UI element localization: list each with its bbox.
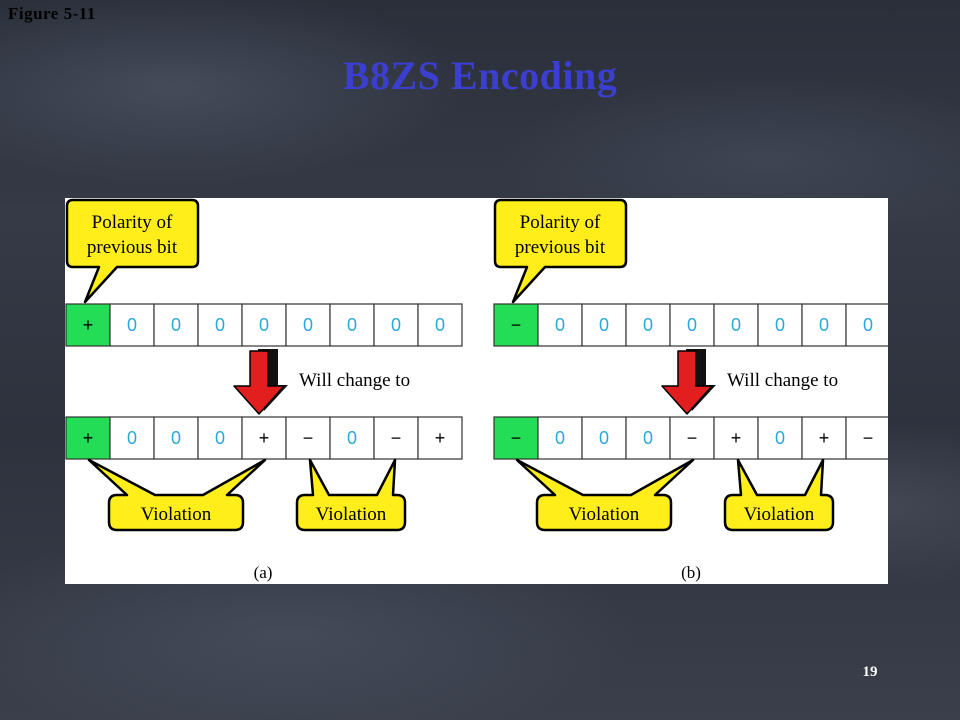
original-bits-cell [581, 303, 627, 347]
encoded-bits-cell-value: − [511, 428, 522, 448]
polarity-callout-line-1: Polarity of [520, 212, 601, 233]
violation-callout-label: Violation [141, 504, 212, 525]
encoded-bits-cell [757, 416, 803, 460]
original-bits-cell [153, 303, 199, 347]
original-bits-cell-value: 0 [215, 315, 225, 335]
panel-b: Polarity of previous bit − 0 0 0 0 0 0 0 0 − 0 0 0 − +0 +… [493, 198, 888, 582]
will-change-to-label: Will change to [299, 370, 410, 391]
original-bits-cell-value: 0 [303, 315, 313, 335]
original-bits-cell-value: 0 [347, 315, 357, 335]
original-bits-cell-value: 0 [127, 315, 137, 335]
original-bits-cell [625, 303, 671, 347]
encoded-bits-cell-value: 0 [215, 428, 225, 448]
encoded-bits-cell-value: + [259, 428, 270, 448]
polarity-callout-line-1: Polarity of [92, 212, 173, 233]
panel-caption: (a) [254, 563, 273, 582]
encoded-bits-cell [329, 416, 375, 460]
violation-callout-bubble [295, 458, 407, 532]
polarity-callout-line-2: previous bit [515, 237, 606, 258]
violation-callout-bubble [515, 458, 695, 532]
violation-callout-label: Violation [569, 504, 640, 525]
polarity-callout-line-2: previous bit [87, 237, 178, 258]
encoded-bits-cell-value: + [83, 428, 94, 448]
figure-label: Figure 5-11 [8, 4, 96, 23]
original-bits-cell-value: 0 [259, 315, 269, 335]
polarity-callout-bubble [65, 198, 200, 304]
original-bits-cell [493, 303, 539, 347]
encoded-bits-cell-value: 0 [555, 428, 565, 448]
encoded-bits-cell-value: 0 [599, 428, 609, 448]
original-bits-cell-value: 0 [643, 315, 653, 335]
encoded-bits-cell [493, 416, 539, 460]
encoded-bits-cell-value: + [731, 428, 742, 448]
violation-callout-label: Violation [744, 504, 815, 525]
encoded-bits-cell [417, 416, 463, 460]
violation-callout-bubble [723, 458, 835, 532]
will-change-to-label: Will change to [727, 370, 838, 391]
b8zs-diagram-svg: Polarity of previous bit +0 0 0 0 0 0 0 0 +0 0 0 + − 0 −… [65, 198, 888, 582]
encoded-bits-cell [285, 416, 331, 460]
encoded-bits-cell [537, 416, 583, 460]
page-number: 19 [862, 664, 878, 680]
encoded-bits-cell-value: + [819, 428, 830, 448]
original-bits-cell [329, 303, 375, 347]
encoded-bits-cell [669, 416, 715, 460]
original-bits-cell [65, 303, 111, 347]
original-bits-cell [417, 303, 463, 347]
encoded-bits-cell [197, 416, 243, 460]
original-bits-cell [537, 303, 583, 347]
encoded-bits-cell [845, 416, 888, 460]
original-bits-cell [845, 303, 888, 347]
encoded-bits-cell-value: − [863, 428, 874, 448]
original-bits-cell-value: 0 [391, 315, 401, 335]
violation-callout-bubble [87, 458, 267, 532]
original-bits-cell-value: 0 [687, 315, 697, 335]
original-bits-cell-value: 0 [863, 315, 873, 335]
original-bits-cell-value: − [511, 315, 522, 335]
original-bits-cell-value: 0 [775, 315, 785, 335]
original-bits-cell-value: 0 [555, 315, 565, 335]
encoded-bits-cell [801, 416, 847, 460]
panel-caption: (b) [681, 563, 701, 582]
polarity-callout-bubble [493, 198, 628, 304]
original-bits-cell-value: 0 [435, 315, 445, 335]
b8zs-diagram: Polarity of previous bit +0 0 0 0 0 0 0 0 +0 0 0 + − 0 −… [65, 198, 888, 584]
panel-a: Polarity of previous bit +0 0 0 0 0 0 0 0 +0 0 0 + − 0 −… [65, 198, 463, 582]
slide-title: B8ZS Encoding [342, 53, 618, 98]
encoded-bits-cell-value: 0 [775, 428, 785, 448]
original-bits-cell [669, 303, 715, 347]
encoded-bits-cell [241, 416, 287, 460]
encoded-bits-cell [373, 416, 419, 460]
original-bits-cell-value: 0 [599, 315, 609, 335]
original-bits-cell [373, 303, 419, 347]
violation-callout-label: Violation [316, 504, 387, 525]
original-bits-cell-value: + [83, 315, 94, 335]
down-arrow-icon [661, 350, 713, 415]
encoded-bits-cell-value: 0 [171, 428, 181, 448]
encoded-bits-cell-value: − [391, 428, 402, 448]
encoded-bits-cell [625, 416, 671, 460]
original-bits-cell [713, 303, 759, 347]
encoded-bits-cell-value: 0 [643, 428, 653, 448]
encoded-bits-cell-value: − [687, 428, 698, 448]
original-bits-cell [197, 303, 243, 347]
encoded-bits-cell-value: 0 [127, 428, 137, 448]
encoded-bits-cell [109, 416, 155, 460]
encoded-bits-cell [713, 416, 759, 460]
original-bits-cell-value: 0 [731, 315, 741, 335]
original-bits-cell [285, 303, 331, 347]
down-arrow-icon [233, 350, 285, 415]
encoded-bits-cell-value: 0 [347, 428, 357, 448]
encoded-bits-cell-value: + [435, 428, 446, 448]
original-bits-cell-value: 0 [171, 315, 181, 335]
encoded-bits-cell-value: − [303, 428, 314, 448]
original-bits-cell-value: 0 [819, 315, 829, 335]
